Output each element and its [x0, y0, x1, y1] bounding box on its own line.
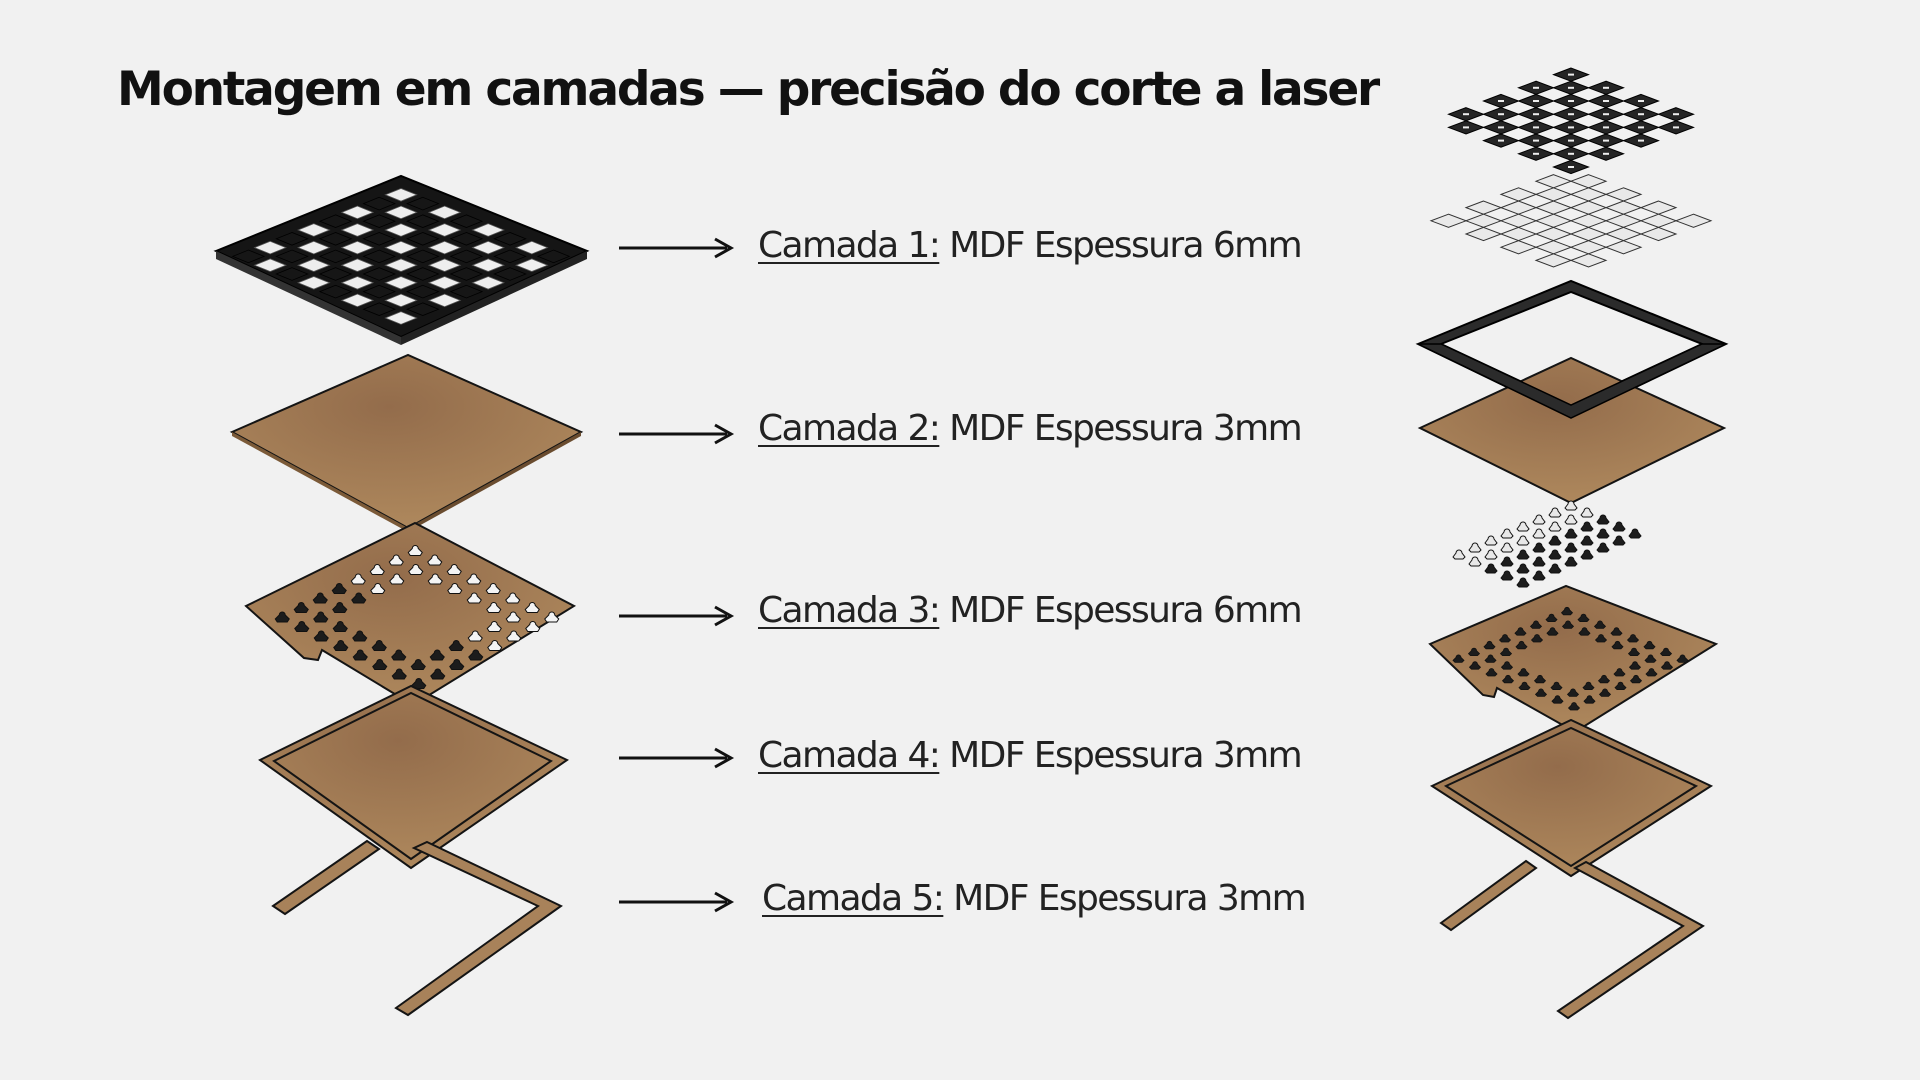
layer-3-piece-holder-left [244, 521, 577, 707]
layer-label-3: Camada 3: MDF Espessura 6mm [758, 590, 1303, 631]
layer-label-desc: MDF Espessura 3mm [939, 735, 1303, 776]
layer-label-key: Camada 3: [758, 590, 941, 631]
layer-label-key: Camada 5: [762, 878, 945, 919]
layer-2-mdf-sheet-right [1417, 343, 1727, 505]
layer-1-chessboard-left [213, 174, 590, 345]
layer-label-2: Camada 2: MDF Espessura 3mm [758, 408, 1303, 449]
layer-5-rails-right [1439, 859, 1705, 1020]
layer-label-desc: MDF Espessura 3mm [943, 878, 1307, 919]
layer-label-desc: MDF Espessura 6mm [939, 225, 1303, 266]
layer-label-key: Camada 4: [758, 735, 941, 776]
arrow-group [619, 237, 735, 913]
layer-4-frame-base-right [1429, 718, 1714, 878]
layer-label-desc: MDF Espessura 3mm [939, 408, 1303, 449]
layer-1-chessboard-right [1447, 67, 1695, 175]
layer-label-key: Camada 2: [758, 408, 941, 449]
layer-3-piece-holder-right [1428, 584, 1719, 734]
layer-2-mdf-sheet-left [229, 353, 584, 532]
layer-1-white-squares-right [1429, 174, 1713, 268]
layer-label-4: Camada 4: MDF Espessura 3mm [758, 735, 1303, 776]
layer-label-key: Camada 1: [758, 225, 941, 266]
layer-4-frame-base-left [258, 684, 569, 870]
layer-label-5: Camada 5: MDF Espessura 3mm [762, 878, 1307, 919]
layer-label-desc: MDF Espessura 6mm [939, 590, 1303, 631]
layer-5-rails-left [271, 839, 563, 1017]
layer-3-pieces-right [1452, 500, 1642, 588]
page-title: Montagem em camadas — precisão do corte … [117, 62, 1380, 117]
layer-label-1: Camada 1: MDF Espessura 6mm [758, 225, 1303, 266]
